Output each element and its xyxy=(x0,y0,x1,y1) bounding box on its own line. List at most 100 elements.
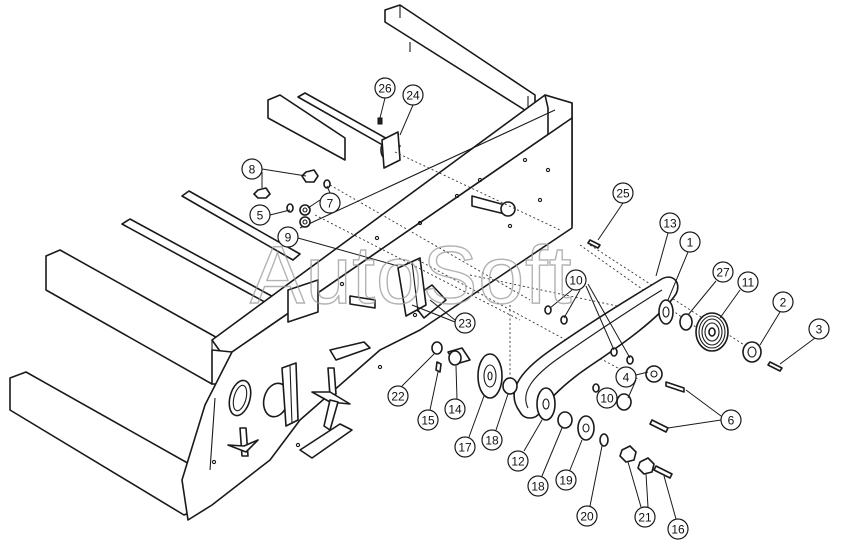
callout-12: 12 xyxy=(507,450,529,472)
callout-circle xyxy=(374,77,396,99)
bracket-vertical xyxy=(281,362,299,427)
callout-circle xyxy=(659,212,681,234)
callout-21: 21 xyxy=(634,506,656,528)
callout-number: 10 xyxy=(569,274,583,288)
callout-20: 20 xyxy=(576,505,598,527)
hardware-nut-8 xyxy=(253,169,319,199)
callout-number: 16 xyxy=(671,523,685,537)
sprocket-12 xyxy=(536,387,556,421)
callout-number: 26 xyxy=(378,82,392,96)
callout-14: 14 xyxy=(444,398,466,420)
bolts-6 xyxy=(649,381,685,433)
sprocket-17 xyxy=(477,353,503,399)
callout-2: 2 xyxy=(772,291,794,313)
small-washers-10-upper xyxy=(544,305,634,365)
hardware-washer-7 xyxy=(286,179,331,228)
bushing-18-upper xyxy=(502,377,518,395)
callout-number: 3 xyxy=(816,323,823,337)
callout-number: 14 xyxy=(448,403,462,417)
idler-bracket-23 xyxy=(397,257,447,319)
key-3 xyxy=(767,361,783,372)
callout-number: 21 xyxy=(638,511,652,525)
sprocket-19 xyxy=(577,415,595,441)
side-panel-upper xyxy=(267,94,346,161)
callout-circle xyxy=(808,318,830,340)
callout-8: 8 xyxy=(241,158,263,180)
callout-24: 24 xyxy=(402,84,424,106)
callout-number: 1 xyxy=(687,236,694,250)
callout-circle xyxy=(387,385,409,407)
callout-circle xyxy=(634,506,656,528)
pin-25 xyxy=(587,239,601,249)
callout-7: 7 xyxy=(319,192,341,214)
callout-10: 10 xyxy=(596,387,618,409)
callout-circle xyxy=(402,84,424,106)
callout-17: 17 xyxy=(454,436,476,458)
callout-leaders xyxy=(261,97,816,520)
watermark-text: AutoSoft xyxy=(250,230,573,321)
callout-number: 10 xyxy=(600,392,614,406)
callout-circle xyxy=(555,469,577,491)
small-plate-9 xyxy=(287,279,319,323)
callout-circle xyxy=(720,409,742,431)
callout-15: 15 xyxy=(417,409,439,431)
callout-11: 11 xyxy=(737,271,759,293)
callout-number: 18 xyxy=(531,480,545,494)
callout-circle xyxy=(772,291,794,313)
callout-circle xyxy=(241,158,263,180)
agitator-blades xyxy=(227,367,351,457)
callout-27: 27 xyxy=(712,261,734,283)
callout-circle xyxy=(679,231,701,253)
callout-circle xyxy=(737,271,759,293)
callout-number: 20 xyxy=(580,510,594,524)
callout-23: 23 xyxy=(454,312,476,334)
callout-16: 16 xyxy=(667,518,689,540)
callout-number: 25 xyxy=(616,187,630,201)
callout-number: 9 xyxy=(285,231,292,245)
callout-circle xyxy=(481,429,503,451)
callout-10: 10 xyxy=(565,269,587,291)
shaft-stub-left xyxy=(349,195,516,309)
callout-22: 22 xyxy=(387,385,409,407)
pulley-11 xyxy=(695,312,729,352)
washer-20 xyxy=(599,433,609,447)
callout-3: 3 xyxy=(808,318,830,340)
callout-18: 18 xyxy=(481,429,503,451)
callout-circle xyxy=(612,182,634,204)
bushing-18-lower xyxy=(557,411,573,429)
lower-bracket xyxy=(299,341,371,459)
roller-rods xyxy=(121,92,401,313)
callout-number: 4 xyxy=(623,371,630,385)
callout-circle xyxy=(667,518,689,540)
callout-number: 13 xyxy=(663,217,677,231)
callout-18: 18 xyxy=(527,475,549,497)
callout-circle xyxy=(454,312,476,334)
key-16 xyxy=(653,465,673,479)
hub-27 xyxy=(679,313,693,331)
callout-circle xyxy=(596,387,618,409)
callout-circle xyxy=(417,409,439,431)
callout-4: 4 xyxy=(615,366,637,388)
callout-number: 15 xyxy=(421,414,435,428)
hardware-pin-26 xyxy=(377,117,383,125)
callout-circle xyxy=(565,269,587,291)
callout-25: 25 xyxy=(612,182,634,204)
shaft-bearing-24 xyxy=(380,131,401,169)
rollers-4 xyxy=(616,365,663,411)
callout-number: 19 xyxy=(559,474,573,488)
callout-number: 23 xyxy=(458,317,472,331)
callout-number: 22 xyxy=(391,390,405,404)
sleeve-14 xyxy=(447,347,471,366)
callout-13: 13 xyxy=(659,212,681,234)
callout-number: 11 xyxy=(742,276,755,290)
bushing-2 xyxy=(742,341,762,363)
callout-circle xyxy=(527,475,549,497)
callout-circle xyxy=(444,398,466,420)
callout-number: 18 xyxy=(485,434,499,448)
callout-26: 26 xyxy=(374,77,396,99)
callout-number: 5 xyxy=(257,209,264,223)
washer-22 xyxy=(431,341,443,355)
callout-9: 9 xyxy=(277,226,299,248)
